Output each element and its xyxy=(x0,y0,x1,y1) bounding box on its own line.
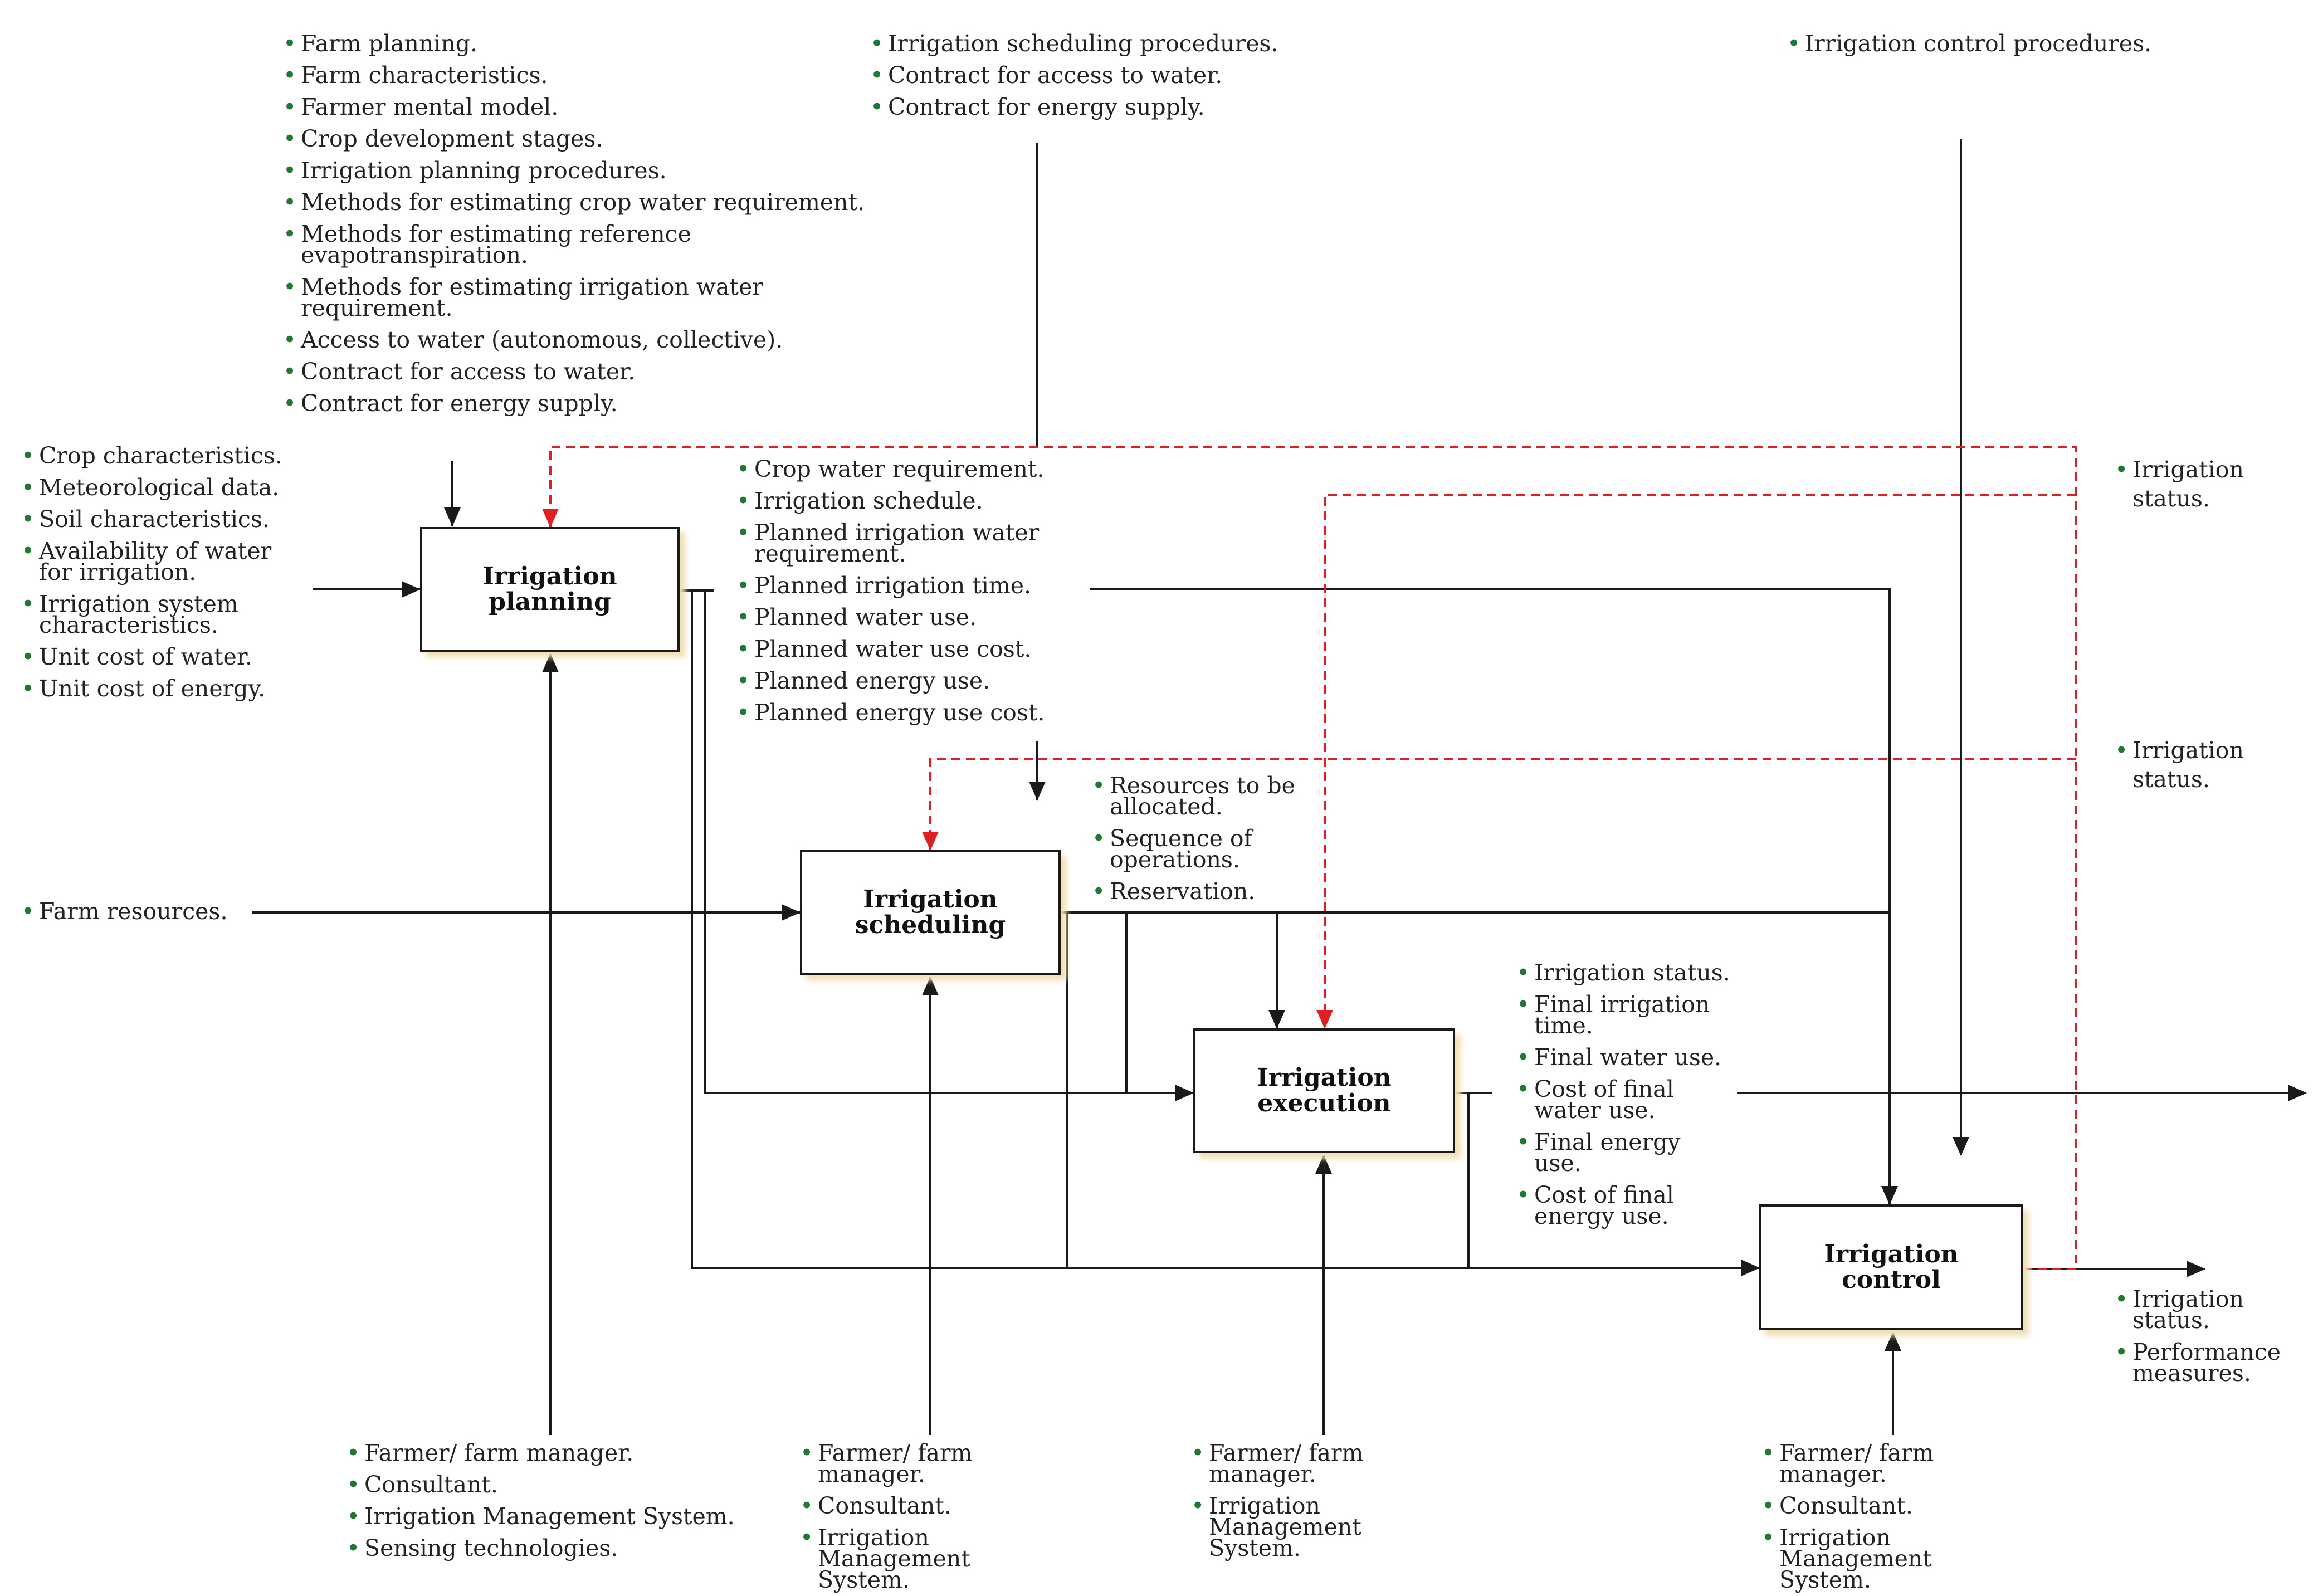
list-item: Contract for access to water. xyxy=(283,356,862,388)
list-item: Consultant. xyxy=(800,1490,1062,1522)
list-item: Farm characteristics. xyxy=(283,60,862,91)
list-item: Irrigation status. xyxy=(2115,731,2248,799)
list-item: Planned irrigation time. xyxy=(736,570,1048,602)
box-label: Irrigation control xyxy=(1824,1240,1959,1294)
execution-mechanisms-list: Farmer/ farm manager. Irrigation Managem… xyxy=(1191,1437,1453,1564)
list-item: Cost of final water use. xyxy=(1516,1073,1722,1126)
execution-outputs-list: Irrigation status. Final irrigation time… xyxy=(1516,957,1730,1232)
feedback-loop-to-scheduling xyxy=(922,758,2076,851)
list-item: Consultant. xyxy=(347,1469,735,1501)
list-item: Soil characteristics. xyxy=(21,504,283,535)
list-item: Performance measures. xyxy=(2115,1336,2282,1389)
box-irrigation-execution: Irrigation execution xyxy=(1193,1028,1455,1153)
list-item: Farmer/ farm manager. xyxy=(800,1437,985,1490)
scheduling-controls-list: Irrigation scheduling procedures. Contra… xyxy=(870,28,1278,123)
list-item: Irrigation scheduling procedures. xyxy=(870,28,1278,60)
list-item: Unit cost of water. xyxy=(21,641,283,673)
box-label: Irrigation planning xyxy=(482,562,617,616)
list-item: Meteorological data. xyxy=(21,472,283,504)
execution-output-long xyxy=(1467,1093,1760,1276)
planning-mechanisms-list: Farmer/ farm manager. Consultant. Irriga… xyxy=(347,1437,735,1564)
list-item: Irrigation schedule. xyxy=(736,485,1048,517)
list-item: Planned irrigation water requirement. xyxy=(736,517,1048,570)
box-label: Irrigation execution xyxy=(1257,1063,1392,1117)
list-item: Cost of final energy use. xyxy=(1516,1179,1722,1232)
list-item: Planned water use cost. xyxy=(736,633,1048,665)
list-item: Contract for energy supply. xyxy=(283,388,862,419)
list-item: Sequence of operations. xyxy=(1092,823,1298,876)
feedback-status-top: Irrigation status. xyxy=(2115,450,2248,519)
list-item: Planned energy use cost. xyxy=(736,697,1048,729)
control-outputs-list: Irrigation status. Performance measures. xyxy=(2115,1283,2282,1389)
scheduling-inputs-list: Farm resources. xyxy=(21,896,228,928)
planning-inputs-list: Crop characteristics. Meteorological dat… xyxy=(21,440,283,705)
list-item: Methods for estimating crop water requir… xyxy=(283,187,865,218)
list-item: Irrigation planning procedures. xyxy=(283,155,862,187)
list-item: Final irrigation time. xyxy=(1516,989,1722,1042)
control-controls-list: Irrigation control procedures. xyxy=(1787,28,2151,60)
list-item: Sensing technologies. xyxy=(347,1532,735,1564)
list-item: Reservation. xyxy=(1092,876,1298,907)
list-item: Planned water use. xyxy=(736,602,1048,633)
scheduling-outputs-list: Resources to be allocated. Sequence of o… xyxy=(1092,770,1298,908)
list-item: Final energy use. xyxy=(1516,1126,1722,1179)
list-item: Irrigation status. xyxy=(2115,450,2248,519)
box-irrigation-planning: Irrigation planning xyxy=(420,527,680,652)
list-item: Irrigation Management System. xyxy=(1191,1490,1453,1564)
list-item: Irrigation Management System. xyxy=(800,1522,1062,1596)
list-item: Access to water (autonomous, collective)… xyxy=(283,324,862,356)
list-item: Farm resources. xyxy=(21,896,228,928)
feedback-status-mid: Irrigation status. xyxy=(2115,731,2248,799)
box-label: Irrigation scheduling xyxy=(855,885,1006,939)
list-item: Irrigation system characteristics. xyxy=(21,588,283,641)
list-item: Crop development stages. xyxy=(283,123,862,155)
planning-controls-list: Farm planning. Farm characteristics. Far… xyxy=(283,28,865,419)
list-item: Farmer mental model. xyxy=(283,91,862,123)
list-item: Farmer/ farm manager. xyxy=(1191,1437,1376,1490)
list-item: Irrigation Management System. xyxy=(1761,1522,2023,1596)
list-item: Methods for estimating irrigation water … xyxy=(283,271,862,324)
scheduling-to-control-arrow xyxy=(1061,911,1898,1205)
list-item: Irrigation control procedures. xyxy=(1787,28,2151,60)
list-item: Unit cost of energy. xyxy=(21,673,283,705)
list-item: Farm planning. xyxy=(283,28,862,60)
list-item: Irrigation Management System. xyxy=(347,1501,735,1532)
box-irrigation-scheduling: Irrigation scheduling xyxy=(800,850,1061,975)
list-item: Crop water requirement. xyxy=(736,453,1048,485)
list-item: Farmer/ farm manager. xyxy=(1761,1437,1946,1490)
feedback-loop-to-planning xyxy=(542,446,2077,1270)
list-item: Irrigation status. xyxy=(1516,957,1730,989)
scheduling-mechanisms-list: Farmer/ farm manager. Consultant. Irriga… xyxy=(800,1437,1062,1596)
feedback-loop-to-execution xyxy=(1316,494,2076,1029)
planning-outputs-list: Crop water requirement. Irrigation sched… xyxy=(736,453,1048,729)
list-item: Final water use. xyxy=(1516,1042,1722,1073)
scheduling-to-execution-arrow xyxy=(1125,912,1194,1101)
list-item: Irrigation status. xyxy=(2115,1283,2244,1336)
list-item: Availability of water for irrigation. xyxy=(21,535,283,588)
list-item: Farmer/ farm manager. xyxy=(347,1437,735,1469)
list-item: Contract for energy supply. xyxy=(870,91,1278,123)
list-item: Crop characteristics. xyxy=(21,440,283,472)
list-item: Methods for estimating reference evapotr… xyxy=(283,218,862,271)
list-item: Consultant. xyxy=(1761,1490,2023,1522)
list-item: Resources to be allocated. xyxy=(1092,770,1298,823)
list-item: Contract for access to water. xyxy=(870,60,1278,91)
planning-to-execution-arrow xyxy=(704,590,1194,1101)
list-item: Planned energy use. xyxy=(736,665,1048,697)
control-mechanisms-list: Farmer/ farm manager. Consultant. Irriga… xyxy=(1761,1437,2023,1596)
box-irrigation-control: Irrigation control xyxy=(1759,1204,2023,1330)
